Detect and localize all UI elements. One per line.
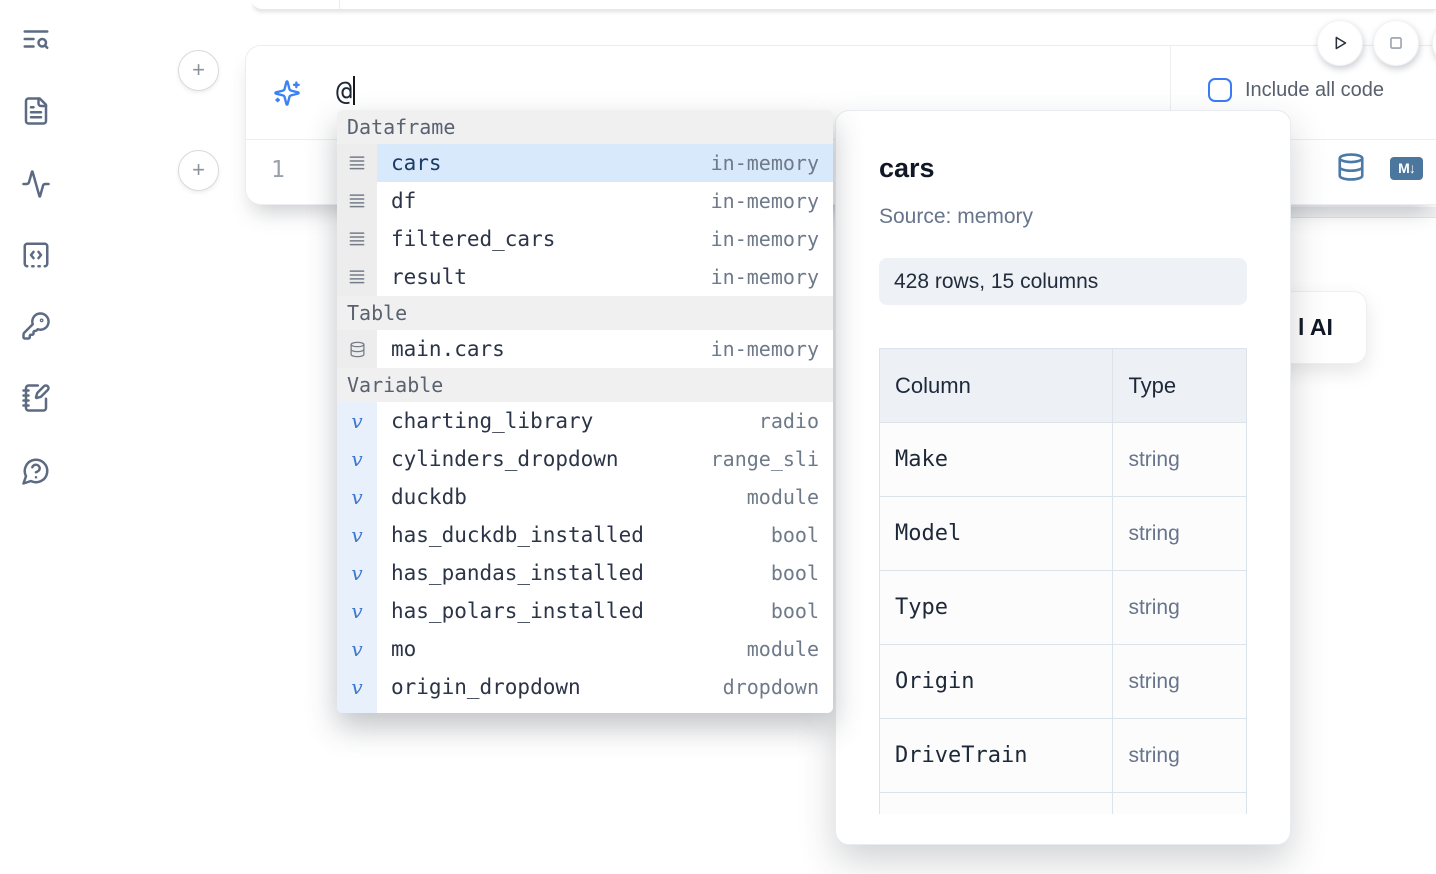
variable-icon: v — [337, 630, 377, 668]
variable-icon: v — [337, 516, 377, 554]
divider — [1170, 46, 1171, 139]
preview-summary: 428 rows, 15 columns — [879, 258, 1247, 305]
table-database-icon — [337, 330, 377, 368]
sidebar — [0, 0, 72, 874]
file-text-icon[interactable] — [21, 96, 51, 126]
code-editor-row[interactable]: 1 M↓ — [246, 140, 1436, 204]
run-cell-button[interactable] — [1317, 20, 1363, 66]
key-icon[interactable] — [21, 311, 51, 341]
help-chat-icon[interactable] — [21, 456, 51, 486]
completion-section-header: Dataframe — [337, 110, 833, 144]
cell-output-edge — [1240, 207, 1436, 218]
completion-section-header: Variable — [337, 368, 833, 402]
completion-item-pd-clipped[interactable]: v pdmodule — [337, 706, 833, 713]
table-row: Model string — [879, 496, 1247, 571]
dataframe-icon — [337, 220, 377, 258]
previous-cell-edge — [252, 0, 1436, 10]
completion-section-header: Table — [337, 296, 833, 330]
preview-title: cars — [879, 153, 935, 183]
variable-icon: v — [337, 706, 377, 713]
include-all-code-label: Include all code — [1245, 79, 1384, 101]
line-number: 1 — [271, 157, 285, 183]
dataframe-icon — [337, 182, 377, 220]
dataframe-preview-panel: cars Source: memory 428 rows, 15 columns… — [835, 110, 1291, 845]
dataframe-icon — [337, 258, 377, 296]
activity-icon[interactable] — [21, 169, 51, 199]
snippets-code-icon[interactable] — [21, 240, 51, 270]
variable-icon: v — [337, 478, 377, 516]
stop-button[interactable] — [1373, 20, 1419, 66]
ai-prompt-input[interactable]: @ — [336, 76, 356, 107]
divider — [339, 0, 340, 9]
notebook-pen-icon[interactable] — [21, 383, 51, 413]
variable-icon: v — [337, 668, 377, 706]
table-row: Origin string — [879, 644, 1247, 719]
text-search-icon[interactable] — [21, 24, 51, 54]
markdown-icon[interactable]: M↓ — [1390, 157, 1423, 180]
table-header-row: Column Type — [879, 348, 1247, 423]
add-cell-button-bottom[interactable]: + — [178, 150, 219, 191]
table-row-clipped — [879, 792, 1247, 814]
variable-icon: v — [337, 402, 377, 440]
database-icon[interactable] — [1336, 152, 1366, 182]
table-row: DriveTrain string — [879, 718, 1247, 793]
dataframe-icon — [337, 144, 377, 182]
variable-icon: v — [337, 554, 377, 592]
schema-table: Column Type Make string Model string Typ… — [879, 348, 1247, 814]
variable-icon: v — [337, 440, 377, 478]
preview-source: Source: memory — [879, 205, 1034, 228]
table-row: Make string — [879, 422, 1247, 497]
add-cell-button-top[interactable]: + — [178, 50, 219, 91]
table-row: Type string — [879, 570, 1247, 645]
text-cursor — [353, 76, 356, 105]
sparkles-icon — [273, 79, 301, 107]
variable-icon: v — [337, 592, 377, 630]
include-all-code-checkbox[interactable] — [1208, 78, 1232, 102]
